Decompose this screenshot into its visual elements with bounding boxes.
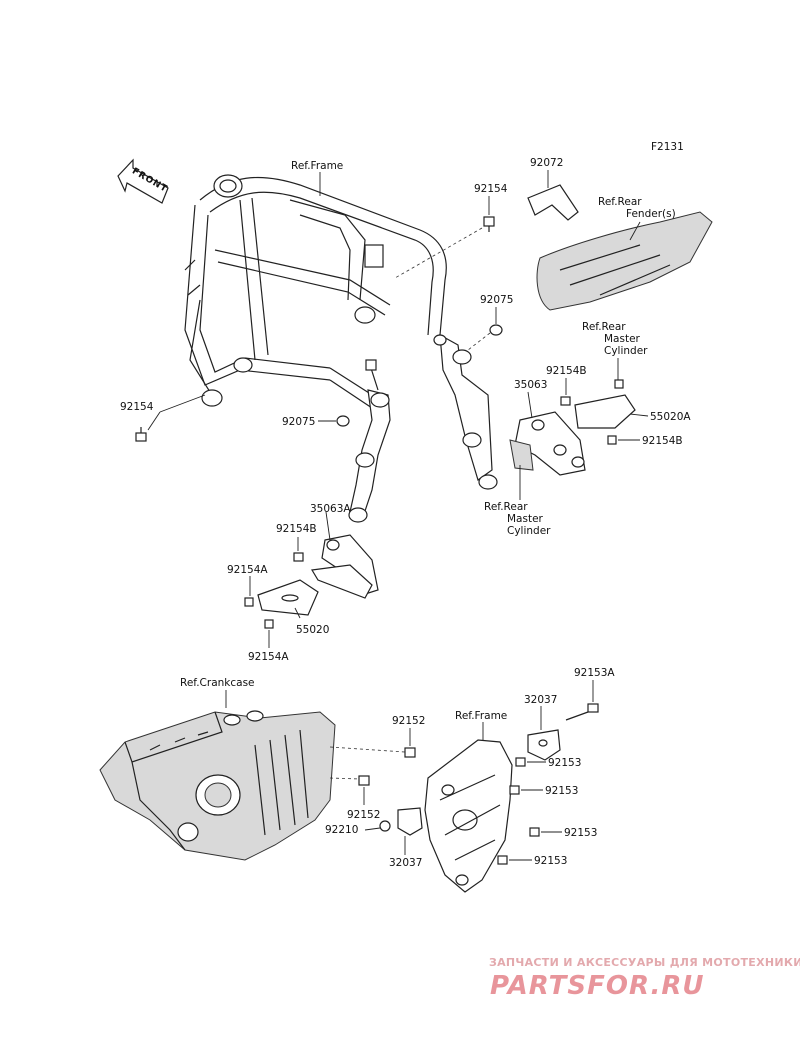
ref-rear-master-right-2: Master xyxy=(604,333,641,345)
part-92154a-left: 92154A xyxy=(227,564,268,576)
bolt-92153a xyxy=(565,703,599,721)
watermark-line1: ЗАПЧАСТИ И АКСЕССУАРЫ ДЛЯ МОТОТЕХНИКИ xyxy=(489,956,800,969)
bolt-92154-top xyxy=(483,216,495,232)
part-32037-bottom: 32037 xyxy=(389,857,422,869)
bolt-92154a-left xyxy=(244,597,254,607)
part-92154-left: 92154 xyxy=(120,401,154,413)
part-92153-1: 92153 xyxy=(548,757,581,769)
diagram-id: F2131 xyxy=(651,141,684,153)
ref-rear-master-mid-2: Master xyxy=(507,513,544,525)
engine-mount-bracket xyxy=(397,729,561,893)
part-92154b-right2: 92154B xyxy=(642,435,683,447)
bolt-92154a-left2 xyxy=(264,619,274,629)
part-92153-2: 92153 xyxy=(545,785,578,797)
front-arrow-icon: FRONT xyxy=(117,158,169,204)
watermark-logo: PARTSFOR.RU xyxy=(490,971,704,1001)
part-92154a-left2: 92154A xyxy=(248,651,289,663)
part-92075-right: 92075 xyxy=(480,294,513,306)
rear-fender xyxy=(527,184,713,311)
ref-frame-bottom: Ref.Frame xyxy=(455,710,507,722)
ref-rear-fender-2: Fender(s) xyxy=(626,208,676,220)
part-92210: 92210 xyxy=(325,824,358,836)
part-92153-4: 92153 xyxy=(534,855,567,867)
ref-rear-master-right-3: Cylinder xyxy=(604,345,648,357)
collar-92210 xyxy=(379,820,391,832)
ref-rear-fender-1: Ref.Rear xyxy=(598,196,642,208)
ref-crankcase: Ref.Crankcase xyxy=(180,677,255,689)
part-55020a: 55020A xyxy=(650,411,691,423)
part-92152-bottom: 92152 xyxy=(347,809,380,821)
part-92153-3: 92153 xyxy=(564,827,597,839)
bolts-92153 xyxy=(497,757,540,865)
collar-92075-left xyxy=(336,415,350,427)
part-92153a: 92153A xyxy=(574,667,615,679)
part-35063a: 35063A xyxy=(310,503,351,515)
part-92154b-right: 92154B xyxy=(546,365,587,377)
ref-rear-master-mid-3: Cylinder xyxy=(507,525,551,537)
left-heel-guard xyxy=(257,534,379,616)
ref-rear-master-right-1: Ref.Rear xyxy=(582,321,626,333)
left-footpeg-bracket xyxy=(348,359,391,523)
bolt-92154b-left xyxy=(293,552,304,562)
watermark: ЗАПЧАСТИ И АКСЕССУАРЫ ДЛЯ МОТОТЕХНИКИ PA… xyxy=(489,956,800,1001)
right-heel-guard xyxy=(509,394,636,476)
part-55020: 55020 xyxy=(296,624,329,636)
bolt-92154b-right2 xyxy=(607,435,617,445)
collar-92075-right xyxy=(489,324,503,336)
crankcase-drawing xyxy=(99,710,336,861)
part-35063: 35063 xyxy=(514,379,547,391)
nut-92152-bottom xyxy=(358,775,370,786)
part-92075-left: 92075 xyxy=(282,416,315,428)
ref-frame-top: Ref.Frame xyxy=(291,160,343,172)
nut-92152-top xyxy=(404,747,416,758)
part-92152-top: 92152 xyxy=(392,715,425,727)
part-92154b-left: 92154B xyxy=(276,523,317,535)
part-92154-top: 92154 xyxy=(474,183,508,195)
bolt-92154b-right xyxy=(560,379,624,406)
ref-rear-master-mid-1: Ref.Rear xyxy=(484,501,528,513)
part-32037-top: 32037 xyxy=(524,694,557,706)
right-footpeg-bracket xyxy=(433,333,498,490)
frame-drawing xyxy=(184,174,447,411)
part-92072: 92072 xyxy=(530,157,563,169)
bolt-92154-left xyxy=(135,389,223,442)
